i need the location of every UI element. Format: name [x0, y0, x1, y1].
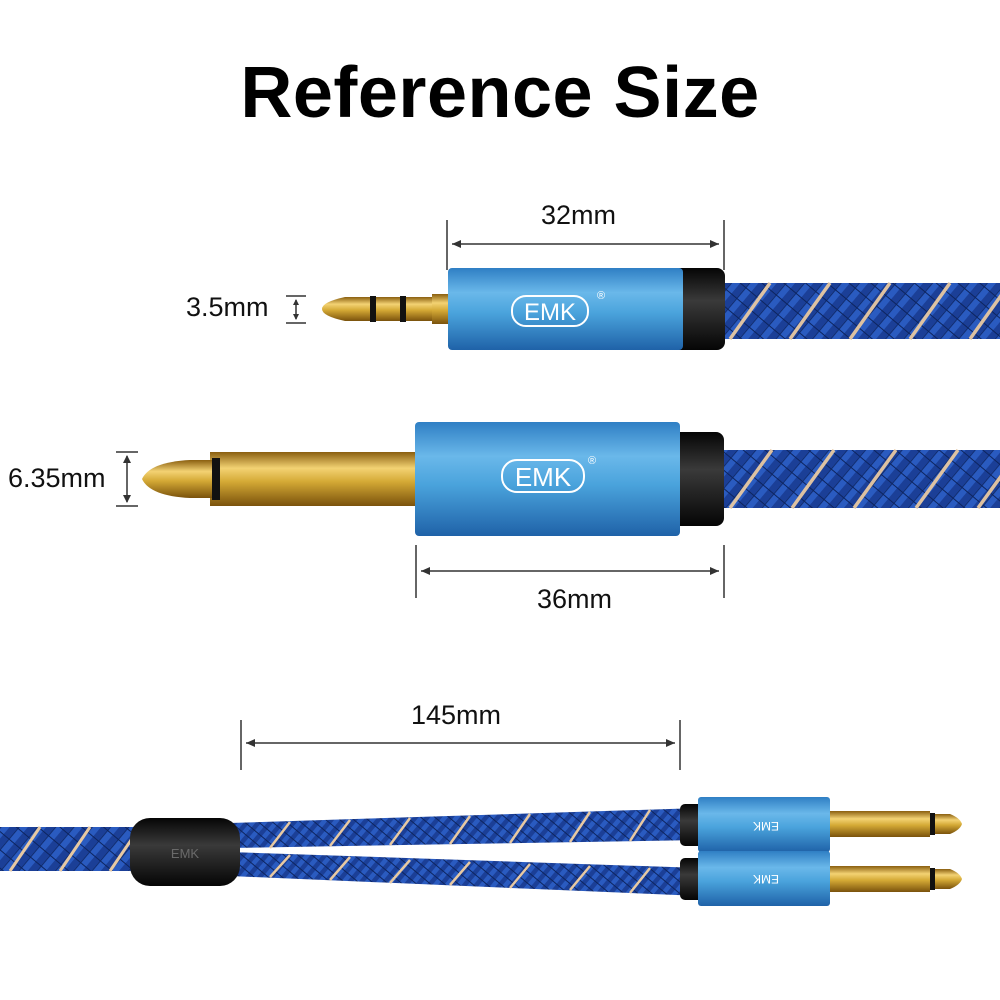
- housing-logo: EMK: [753, 872, 779, 886]
- page-title: Reference Size: [240, 53, 760, 133]
- braided-cable: [715, 450, 1000, 508]
- gold-collar: [432, 294, 448, 324]
- insulator-ring: [400, 296, 406, 322]
- dimension-lines: [116, 220, 725, 770]
- dimension-label-36mm: 36mm: [537, 584, 613, 614]
- branch-cable-top: [230, 808, 700, 848]
- dimension-label-3-5mm: 3.5mm: [186, 292, 269, 322]
- branch-cable-bottom: [230, 852, 700, 896]
- strain-relief: [670, 268, 725, 350]
- splitter-logo: EMK: [171, 846, 200, 861]
- insulator-ring: [930, 868, 935, 890]
- arrowheads: [293, 299, 299, 320]
- brand-logo-quarter: EMK ®: [501, 455, 596, 493]
- plug-housing: [698, 851, 830, 906]
- insulator-ring: [212, 458, 220, 500]
- insulator-ring: [930, 813, 935, 835]
- brand-logo-mini: EMK ®: [511, 290, 605, 327]
- gold-tip: [142, 460, 212, 498]
- logo-text: EMK: [515, 462, 572, 492]
- dimension-label-145mm: 145mm: [411, 700, 502, 730]
- plug-housing: [448, 268, 683, 350]
- mini-plug: [322, 268, 1000, 350]
- registered-mark: ®: [588, 455, 596, 467]
- gold-tip: [322, 297, 448, 321]
- logo-outline: [511, 295, 589, 327]
- gold-tip: [935, 814, 962, 834]
- logo-text: EMK: [524, 299, 576, 326]
- strain-relief: [668, 432, 724, 526]
- insulator-ring: [370, 296, 376, 322]
- dimension-label-32mm: 32mm: [541, 200, 617, 230]
- dimension-label-6-35mm: 6.35mm: [8, 463, 106, 493]
- gold-sleeve: [210, 452, 415, 506]
- registered-mark: ®: [597, 290, 605, 302]
- logo-outline: [501, 459, 585, 493]
- gold-sleeve: [830, 866, 930, 892]
- quarter-plug: [142, 422, 1000, 536]
- gold-tip: [935, 869, 962, 889]
- gold-sleeve: [830, 811, 930, 837]
- plug-housing: [415, 422, 680, 536]
- plug-housing: [698, 797, 830, 852]
- cable-stripes: [269, 809, 652, 894]
- housing-logo: EMK: [753, 819, 779, 833]
- splitter-block: [130, 818, 240, 886]
- split-cable: EMK EMK EMK: [0, 797, 962, 906]
- cable-stripes: [728, 281, 1000, 341]
- cable-stripes: [728, 448, 1000, 510]
